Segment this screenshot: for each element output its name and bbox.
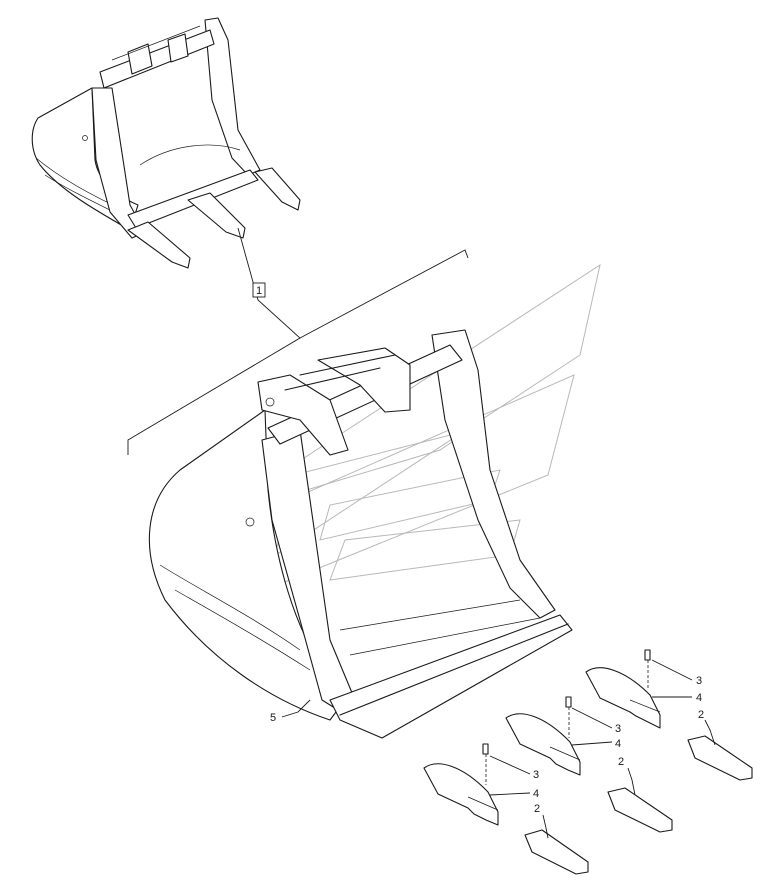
callouts-set-a: 3 4 2 xyxy=(651,659,716,746)
callout-tip-c: 2 xyxy=(534,803,540,815)
bucket-large xyxy=(148,329,573,739)
callouts-set-b: 3 4 2 xyxy=(571,707,636,796)
callout-label-assembly: 1 xyxy=(256,285,262,297)
callout-tip-a: 2 xyxy=(698,709,704,721)
pin-b xyxy=(565,696,572,708)
callout-retainer-b: 4 xyxy=(615,738,621,750)
tooth-adapter-a xyxy=(585,649,661,729)
callout-retainer-c: 4 xyxy=(533,788,539,800)
tooth-adapter-b xyxy=(505,696,581,776)
pin-c xyxy=(482,743,489,755)
pin-a xyxy=(644,649,651,661)
callout-assembly: 1 xyxy=(127,227,469,455)
tooth-adapter-c xyxy=(423,743,499,826)
tooth-tip-b xyxy=(607,787,673,833)
callout-label-bucket: 5 xyxy=(270,712,276,724)
tooth-tip-a xyxy=(687,735,753,781)
callout-pin-c: 3 xyxy=(533,769,539,781)
callout-pin-b: 3 xyxy=(615,723,621,735)
callout-pin-a: 3 xyxy=(696,675,702,687)
callout-bucket: 5 xyxy=(270,699,311,724)
callout-tip-b: 2 xyxy=(618,756,624,768)
callout-retainer-a: 4 xyxy=(696,692,702,704)
callouts-set-c: 3 4 2 xyxy=(489,755,549,839)
callout-box xyxy=(252,282,266,298)
tooth-tip-c xyxy=(524,829,589,875)
bucket-assembly-small xyxy=(31,17,301,269)
